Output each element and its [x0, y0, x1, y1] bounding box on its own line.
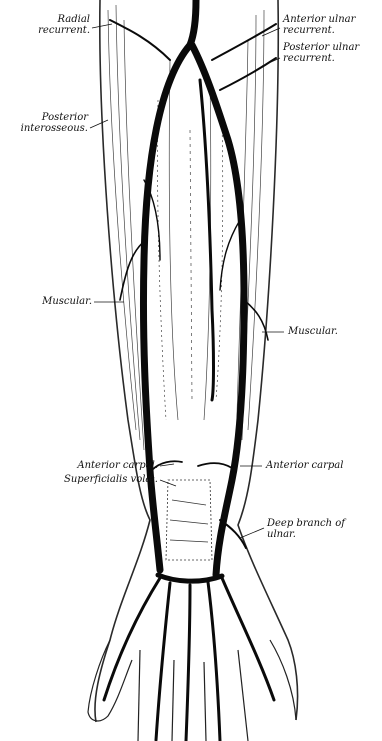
label-posterior-interosseous: Posterior interosseous. — [21, 112, 88, 134]
label-muscular-right: Muscular. — [288, 326, 338, 337]
label-radial-recurrent: Radial recurrent. — [38, 14, 90, 36]
label-anterior-carpal-right: Anterior carpal — [266, 460, 343, 471]
label-anterior-carpal-left: Anterior carpal. — [77, 460, 158, 471]
label-muscular-left: Muscular. — [42, 296, 92, 307]
label-anterior-ulnar-recurrent: Anterior ulnar recurrent. — [283, 14, 355, 36]
label-deep-branch-of-ulnar: Deep branch of ulnar. — [267, 518, 345, 540]
label-superficialis-volae: Superficialis volæ. — [64, 474, 158, 485]
label-posterior-ulnar-recurrent: Posterior ulnar recurrent. — [283, 42, 359, 64]
